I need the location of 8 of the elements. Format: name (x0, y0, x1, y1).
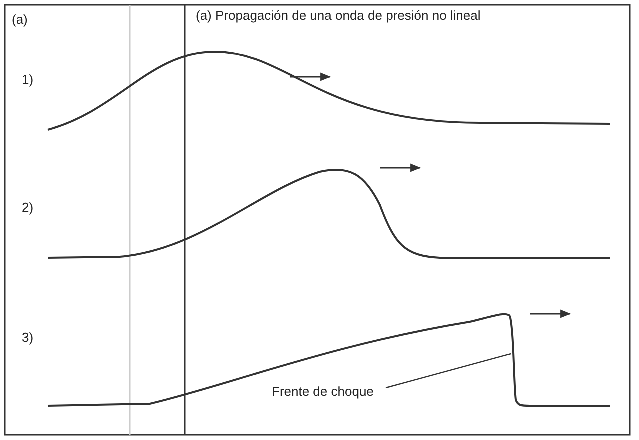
shock-front (509, 316, 530, 407)
panel-label: (a) (12, 12, 28, 28)
callout-text: Frente de choque (272, 384, 374, 400)
step-number: 2) (22, 200, 34, 216)
step-number: 1) (22, 72, 34, 88)
step-number: 3) (22, 330, 34, 346)
leader-line (386, 353, 512, 389)
figure-title: (a) Propagación de una onda de presión no lineal (196, 8, 481, 24)
